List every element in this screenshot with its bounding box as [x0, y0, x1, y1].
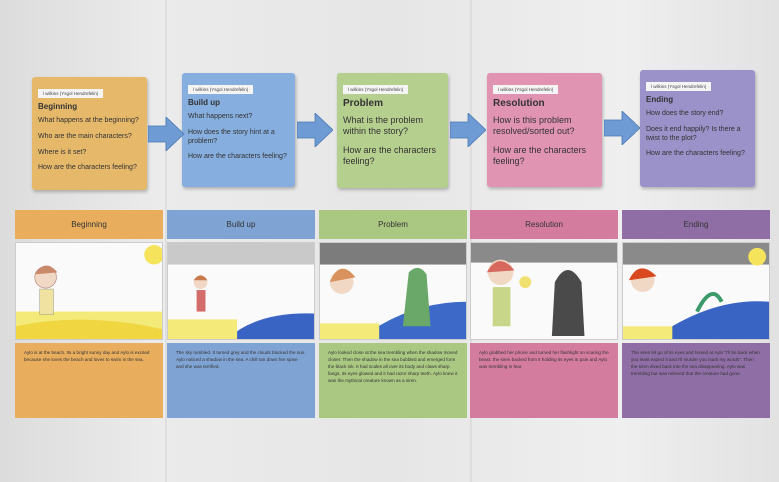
drawing-problem: [319, 242, 467, 340]
note-title: Beginning: [38, 102, 78, 111]
author-tag: l wilkins (Ysgol Hendrefelin): [493, 85, 559, 94]
author-tag: l wilkins (Ysgol Hendrefelin): [38, 89, 104, 98]
drawing-ending: [622, 242, 770, 340]
note-question: What happens next?: [188, 113, 253, 120]
panel-header: Ending: [622, 210, 770, 239]
panel-header: Build up: [167, 210, 315, 239]
panel-header: Problem: [319, 210, 467, 239]
arrow-right-icon: [604, 111, 640, 145]
note-question: How are the characters feeling?: [188, 153, 287, 161]
child-drawing: [16, 244, 162, 339]
sticky-note-build-up: l wilkins (Ysgol Hendrefelin) Build up Wh…: [182, 73, 295, 187]
panel-header: Resolution: [470, 210, 618, 239]
panel-text: The siren let go of its eyes and hissed …: [622, 343, 770, 418]
panel-text: Aylo is at the beach. Its a bright sunny…: [15, 343, 163, 418]
author-tag: l wilkins (Ysgol Hendrefelin): [188, 85, 254, 94]
child-drawing: [320, 243, 466, 339]
note-title: Resolution: [493, 98, 545, 109]
child-drawing: [623, 243, 769, 339]
note-question: Where is it set?: [38, 148, 87, 156]
note-title: Build up: [188, 98, 220, 107]
drawing-build-up: [167, 242, 315, 340]
note-question: What happens at the beginning?: [38, 117, 139, 124]
note-title: Problem: [343, 98, 384, 109]
author-tag: l wilkins (Ysgol Hendrefelin): [343, 85, 409, 94]
author-tag: l wilkins (Ysgol Hendrefelin): [646, 82, 712, 91]
note-question: Who are the main characters?: [38, 132, 132, 140]
note-question: Does it end happily? Is there a twist to…: [646, 125, 741, 142]
sticky-note-resolution: l wilkins (Ysgol Hendrefelin) Resolution…: [487, 73, 602, 187]
child-drawing: [471, 243, 617, 337]
storyboard-column-build-up: Build up The sky rumbled. It turned grey…: [167, 210, 315, 418]
drawing-beginning: [15, 242, 163, 340]
note-question: How does the story hint at a problem?: [188, 128, 275, 145]
note-title: Ending: [646, 95, 674, 104]
note-question: How is this problem resolved/sorted out?: [493, 115, 575, 137]
arrow-right-icon: [450, 113, 486, 147]
note-question: How are the characters feeling?: [646, 150, 745, 158]
panel-text: The sky rumbled. It turned grey and the …: [167, 343, 315, 418]
note-question: How are the characters feeling?: [343, 144, 437, 166]
note-question: How does the story end?: [646, 110, 724, 117]
drawing-resolution: [470, 242, 618, 340]
storyboard-column-problem: Problem Aylo looked close at the sea tre…: [319, 210, 467, 418]
panel-text: Aylo looked close at the sea trembling w…: [319, 343, 467, 418]
child-drawing: [168, 243, 314, 339]
arrow-right-icon: [148, 117, 184, 151]
note-question: What is the problem within the story?: [343, 115, 424, 137]
storyboard-column-ending: Ending The siren let go of its eyes and …: [622, 210, 770, 418]
panel-header: Beginning: [15, 210, 163, 239]
note-question: How are the characters feeling?: [493, 144, 587, 166]
panel-text: Aylo grabbed her phone and turned her fl…: [470, 343, 618, 418]
note-question: How are the characters feeling?: [38, 164, 137, 172]
storyboard-column-beginning: Beginning Aylo is at the beach. Its a br…: [15, 210, 163, 418]
storyboard-column-resolution: Resolution Aylo grabbed her phone and tu…: [470, 210, 618, 418]
arrow-right-icon: [297, 113, 333, 147]
